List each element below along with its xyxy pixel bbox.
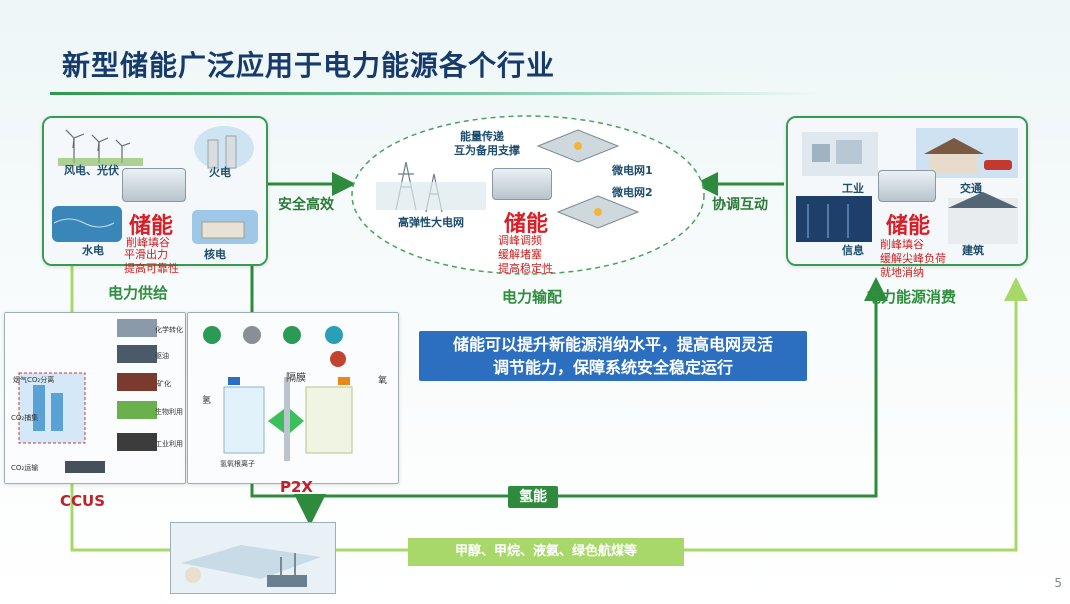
synthetic-fuel-graphic xyxy=(181,545,321,587)
line-products xyxy=(333,277,1028,552)
hydrogen-label: 氢能 xyxy=(508,486,558,508)
ccus-mini-6: CO₂运输 xyxy=(11,464,39,472)
consumption-storage-title: 储能 xyxy=(886,214,931,239)
p2x-label: P2X xyxy=(280,478,313,496)
ccus-mini-7: 烟气CO₂分离 xyxy=(13,376,55,384)
label-energy-transfer: 能量传递 xyxy=(460,130,504,143)
supply-storage-title: 储能 xyxy=(129,214,174,239)
grid-benefit-3: 提高稳定性 xyxy=(498,262,553,275)
label-microgrid-2: 微电网2 xyxy=(612,186,653,199)
supply-benefit-2: 平滑出力 xyxy=(124,248,168,261)
consumption-storage-container-icon xyxy=(878,170,936,202)
label-mutual-backup: 互为备用支撑 xyxy=(454,144,520,157)
p2x-panel: 隔膜 氢氧根离子 氢 氧 xyxy=(187,312,399,484)
grid-storage-title: 储能 xyxy=(504,212,549,237)
p2x-hydroxide-label: 氢氧根离子 xyxy=(220,460,255,468)
ccus-label: CCUS xyxy=(60,492,105,510)
consumption-benefit-3: 就地消纳 xyxy=(880,266,924,279)
grid-benefit-1: 调峰调频 xyxy=(498,234,542,247)
consumption-panel: 工业 交通 信息 建筑 储能 xyxy=(786,116,1028,266)
grid-benefit-2: 缓解堵塞 xyxy=(498,248,542,261)
title-underline xyxy=(50,92,820,95)
ccus-panel: 化学转化 驱油 矿化 生物利用 工业利用 CO₂捕集 CO₂运输 烟气CO₂分离 xyxy=(4,312,186,484)
page-number: 5 xyxy=(1054,576,1062,590)
ccus-mini-2: 矿化 xyxy=(157,380,171,388)
label-microgrid-1: 微电网1 xyxy=(612,164,653,177)
label-information: 信息 xyxy=(842,244,864,257)
benefit-1: 削峰填谷 xyxy=(126,236,170,249)
label-coordinated: 协调互动 xyxy=(712,197,768,213)
grid-storage-container-icon xyxy=(492,168,552,200)
products-label: 甲醇、甲烷、液氨、绿色航煤等 xyxy=(408,538,684,566)
p2x-membrane-label: 隔膜 xyxy=(286,373,306,384)
ccus-illustration xyxy=(5,313,185,483)
label-building: 建筑 xyxy=(962,244,984,257)
key-message-banner: 储能可以提升新能源消纳水平，提高电网灵活 调节能力，保障系统安全稳定运行 xyxy=(419,331,807,381)
supply-panel: 风电、光伏 火电 水电 核电 储能 削峰填谷 xyxy=(42,116,268,266)
consumption-benefit-2: 缓解尖峰负荷 xyxy=(880,252,946,265)
ccus-mini-0: 化学转化 xyxy=(155,326,183,334)
ccus-mini-5: CO₂捕集 xyxy=(11,414,39,422)
supply-storage-benefits: 削峰填谷 xyxy=(126,236,170,250)
banner-line-1: 储能可以提升新能源消纳水平，提高电网灵活 xyxy=(452,335,773,354)
label-hydro: 水电 xyxy=(82,244,104,257)
consumption-benefit-1: 削峰填谷 xyxy=(880,238,924,251)
p2x-illustration xyxy=(188,313,398,483)
p2x-oxygen-label: 氧 xyxy=(378,376,388,386)
label-industry: 工业 xyxy=(842,182,864,195)
banner-line-2: 调节能力，保障系统安全稳定运行 xyxy=(492,358,733,377)
section-label-supply: 电力供给 xyxy=(108,284,169,302)
synthetic-fuel-illustration xyxy=(170,522,336,594)
label-transport: 交通 xyxy=(960,182,982,195)
line-hydrogen xyxy=(250,277,888,498)
slide-title: 新型储能广泛应用于电力能源各个行业 xyxy=(62,49,556,82)
ccus-mini-3: 生物利用 xyxy=(155,408,183,416)
label-safe-efficient: 安全高效 xyxy=(278,197,334,213)
label-thermal: 火电 xyxy=(209,166,231,179)
ccus-mini-4: 工业利用 xyxy=(155,440,183,448)
label-wind-solar: 风电、光伏 xyxy=(64,164,119,177)
ccus-mini-1: 驱油 xyxy=(155,352,169,360)
p2x-hydrogen-label: 氢 xyxy=(202,396,212,406)
label-nuclear: 核电 xyxy=(204,248,226,261)
label-resilient-grid: 高弹性大电网 xyxy=(398,216,464,229)
supply-benefit-3: 提高可靠性 xyxy=(124,262,179,275)
storage-container-icon xyxy=(122,168,186,202)
section-label-consumption: 电力能源消费 xyxy=(866,288,957,306)
section-label-grid: 电力输配 xyxy=(502,288,563,306)
